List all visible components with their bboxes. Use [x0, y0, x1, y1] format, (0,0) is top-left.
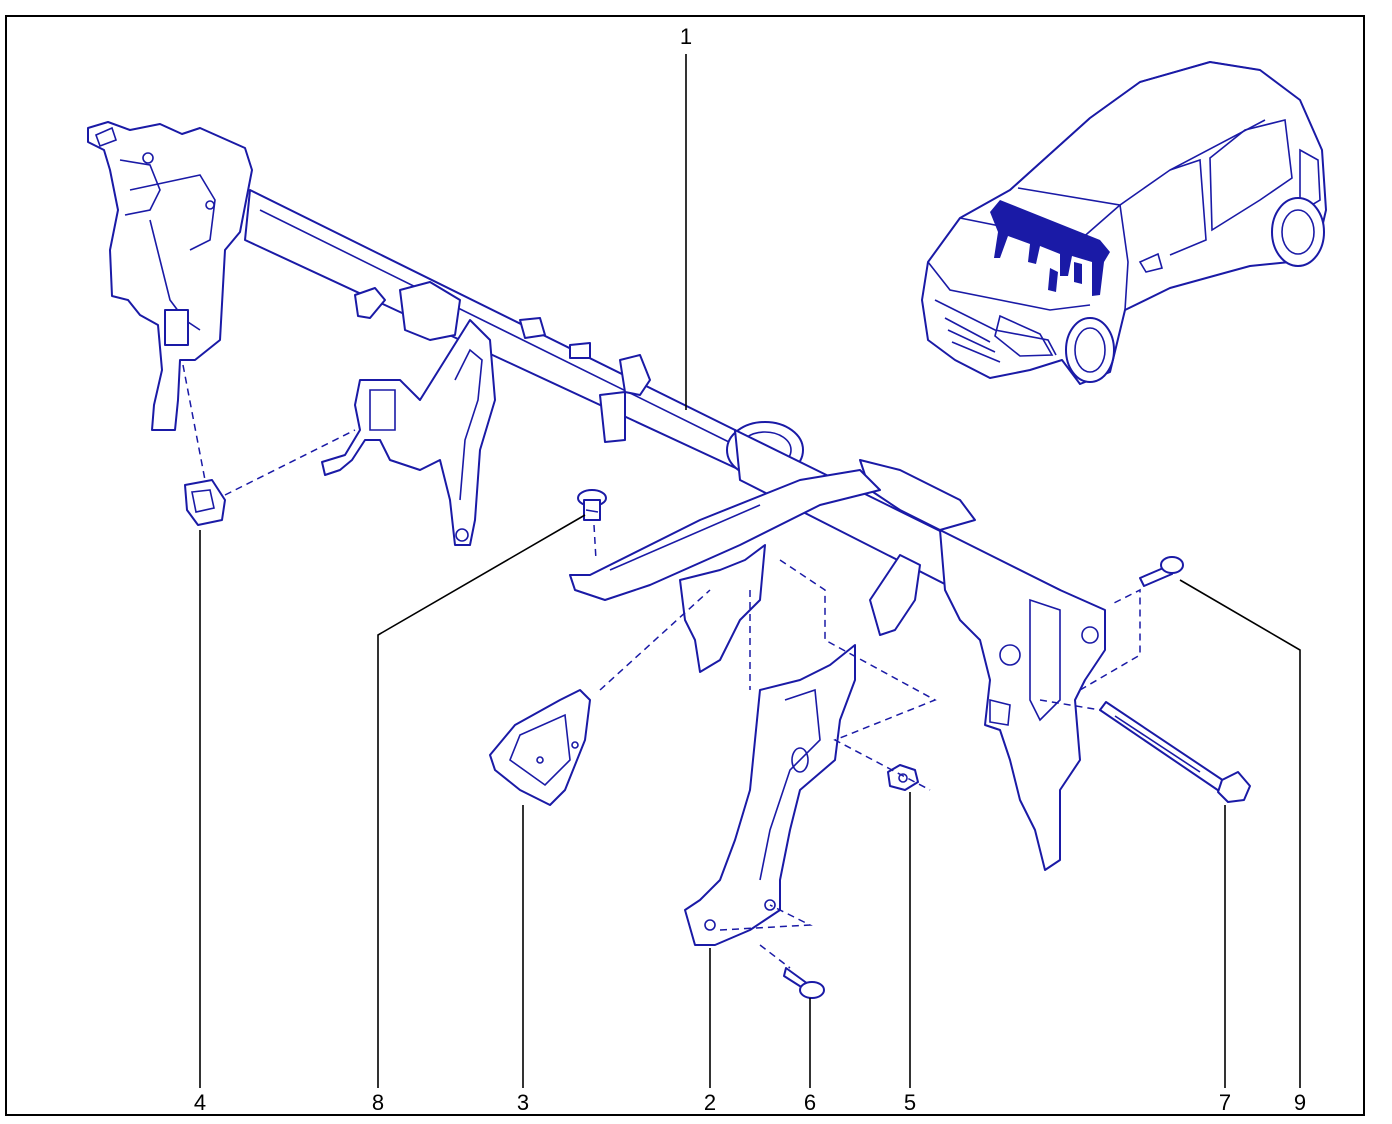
diagram-frame	[5, 15, 1365, 1116]
part-7-long-bolt	[1099, 701, 1251, 803]
callout-4: 4	[194, 1090, 206, 1115]
callout-6: 6	[804, 1090, 816, 1115]
callout-5: 5	[904, 1090, 916, 1115]
callout-8: 8	[372, 1090, 384, 1115]
vehicle-inset-illustration	[921, 61, 1327, 385]
callout-2: 2	[704, 1090, 716, 1115]
callout-1: 1	[680, 24, 692, 49]
callout-3: 3	[517, 1090, 529, 1115]
leader-lines	[199, 54, 1301, 1088]
part-6-bolt	[783, 967, 825, 999]
part-5-nut	[887, 764, 919, 791]
callout-7: 7	[1219, 1090, 1231, 1115]
assembly-dashed-lines	[182, 364, 1141, 969]
part-4-clip	[184, 479, 226, 526]
callout-labels: 1 4 8 3 2 6 5 7 9	[194, 24, 1306, 1115]
part-3-bracket	[489, 689, 591, 806]
part-2-strut	[684, 644, 856, 946]
part-1-crossmember	[87, 121, 1106, 871]
callout-9: 9	[1294, 1090, 1306, 1115]
part-8-screw	[577, 489, 607, 521]
part-9-bolt	[1139, 556, 1184, 587]
